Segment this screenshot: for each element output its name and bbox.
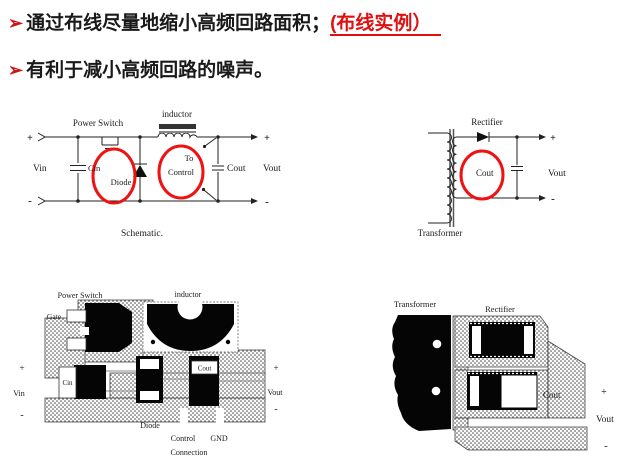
label-cin: Cin <box>62 379 73 387</box>
arrowhead <box>539 195 546 201</box>
label-diode: Diode <box>111 177 132 187</box>
transformer-core <box>449 129 455 227</box>
label-to-control-1: To <box>185 153 194 163</box>
arrowhead <box>251 198 258 204</box>
bullet-2-text: 有利于减小高频回路的噪声。 <box>26 60 274 81</box>
label-diode: Diode <box>140 421 160 430</box>
label-plus: + <box>19 363 24 373</box>
label-vout: Vout <box>548 169 566 179</box>
arrowhead <box>539 134 546 140</box>
transformer-schematic-wires <box>428 129 539 227</box>
transformer-component <box>392 315 451 431</box>
arrowhead <box>251 134 258 140</box>
label-vin: Vin <box>33 164 47 174</box>
cin-component: Cin <box>58 365 106 399</box>
transformer-layout-figure: Transformer Rectifier Cout + Vout - <box>392 299 614 452</box>
label-plus: + <box>550 133 556 144</box>
label-cout: Cout <box>543 390 561 400</box>
inductor-core-bar <box>159 124 196 129</box>
layout-example-link[interactable]: (布线实例） <box>330 13 442 36</box>
label-inductor: inductor <box>162 109 192 119</box>
label-vout: Vout <box>268 388 284 397</box>
label-to-control-2: Control <box>168 167 195 177</box>
rectifier-component-upper <box>469 322 535 358</box>
inductor-component <box>142 294 239 353</box>
label-control: Control <box>171 434 196 443</box>
label-transformer: Transformer <box>394 299 436 309</box>
label-cout: Cout <box>227 164 246 174</box>
cout-component: Cout <box>189 356 219 406</box>
label-cin: Cin <box>88 163 101 173</box>
rectifier-cout-component-lower <box>467 372 538 410</box>
control-slot <box>180 408 188 423</box>
junction-dots <box>76 135 220 203</box>
label-plus: + <box>601 387 607 398</box>
label-vout: Vout <box>263 164 281 174</box>
inductor-core-bar <box>159 131 196 133</box>
diode-symbol <box>133 165 147 177</box>
mounting-hole <box>431 386 441 396</box>
junction-dots <box>515 135 519 200</box>
highlight-circle-diode <box>91 147 137 205</box>
mounting-hole <box>432 339 442 349</box>
label-cout: Cout <box>476 168 494 178</box>
gate-pin <box>66 309 87 323</box>
label-power-switch: Power Switch <box>58 291 103 300</box>
label-minus: - <box>20 410 23 421</box>
bullet-line-2: ➢有利于减小高频回路的噪声。 <box>8 59 273 82</box>
label-minus: - <box>274 404 277 415</box>
gnd-slot <box>216 408 224 423</box>
bullet-arrow-icon: ➢ <box>8 13 24 33</box>
bullet-1-text: 通过布线尽量地缩小高频回路面积； <box>26 13 331 34</box>
secondary-winding <box>452 136 457 199</box>
label-inductor: inductor <box>175 290 202 299</box>
source-pin <box>66 337 87 351</box>
transformer-schematic-figure: Rectifier Cout Vout + - Transformer <box>418 117 566 238</box>
label-vin: Vin <box>13 389 25 398</box>
buck-schematic-wires <box>37 132 251 206</box>
label-plus: + <box>264 133 270 144</box>
bullet-arrow-icon: ➢ <box>8 60 24 80</box>
buck-layout-figure: Cin Cout Power Switch inductor Gate Diod… <box>13 290 284 457</box>
cout-body <box>500 374 538 409</box>
label-vout: Vout <box>596 415 614 425</box>
label-minus: - <box>28 195 32 207</box>
rectifier-diode-symbol <box>477 132 489 142</box>
highlight-circle-cout <box>459 149 505 201</box>
inductor-coil-symbol <box>157 132 198 139</box>
caption-schematic: Schematic. <box>121 229 163 239</box>
label-rectifier: Rectifier <box>471 117 502 127</box>
label-minus: - <box>265 196 269 208</box>
buck-schematic-figure: Power Switch inductor + - + - Vin Cin Di… <box>27 109 281 239</box>
bullet-line-1: ➢通过布线尽量地缩小高频回路面积；(布线实例） <box>8 12 442 36</box>
label-connection: Connection <box>171 448 208 457</box>
diode-component <box>136 356 163 403</box>
label-plus: + <box>27 133 33 144</box>
mosfet-symbol <box>101 137 119 149</box>
label-cout: Cout <box>198 365 212 373</box>
label-rectifier: Rectifier <box>485 304 515 314</box>
caption-transformer: Transformer <box>418 228 463 238</box>
label-plus: + <box>273 363 278 373</box>
label-minus: - <box>604 440 608 452</box>
label-gnd: GND <box>210 434 228 443</box>
primary-winding <box>446 132 452 224</box>
label-power-switch: Power Switch <box>73 118 124 128</box>
highlight-circle-control <box>157 144 205 200</box>
label-minus: - <box>551 193 555 205</box>
power-switch-component <box>66 303 132 352</box>
label-gate: Gate <box>47 312 62 321</box>
